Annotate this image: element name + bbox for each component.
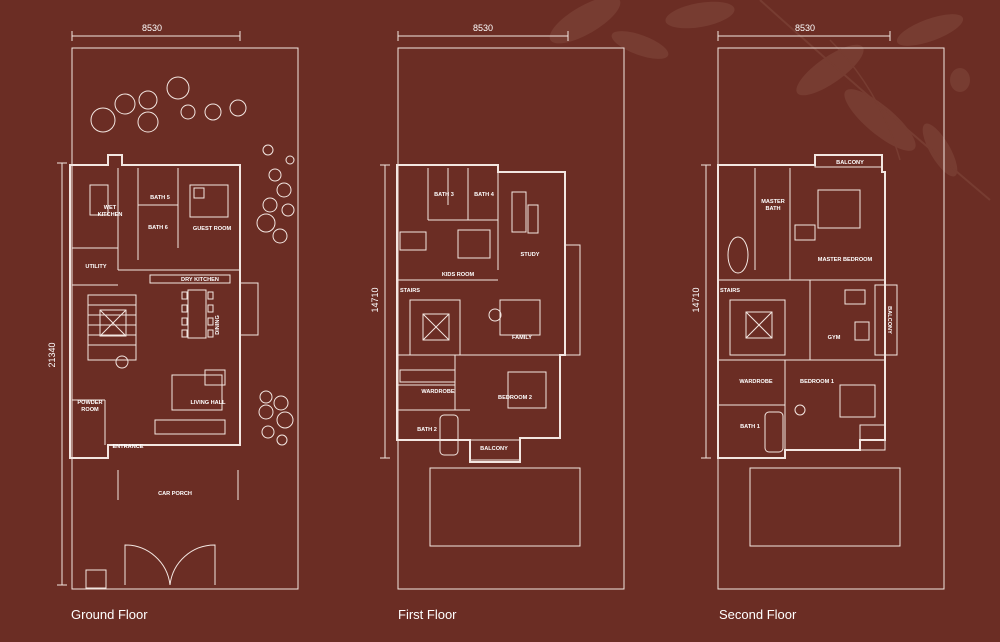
ground-width-dim: 8530 [142,23,162,33]
room-label-car-porch: CAR PORCH [158,491,192,497]
ground-floor-title: Ground Floor [71,607,148,622]
room-label-bath6: BATH 6 [148,225,168,231]
room-label-kids-room: KIDS ROOM [442,272,475,278]
room-label-balcony-side: BALCONY [886,306,892,334]
room-label-gym: GYM [828,335,841,341]
room-label-living-hall: LIVING HALL [190,400,226,406]
room-label-powder-room: ROOM [81,407,99,413]
room-label-wardrobe: WARDROBE [739,379,773,385]
room-label-master-bath: MASTER [761,199,785,205]
first-width-dim: 8530 [473,23,493,33]
room-label-wet-kitchen: KITCHEN [98,212,123,218]
room-label-powder-room: POWDER [77,400,102,406]
room-label-master-bath: BATH [765,206,780,212]
room-label-wardrobe: WARDROBE [421,389,455,395]
room-label-balcony-top: BALCONY [836,160,864,166]
room-label-study: STUDY [521,252,540,258]
room-label-utility: UTILITY [85,264,106,270]
room-label-entrance: ENTRANCE [112,444,143,450]
ground-floor-plan [57,31,299,590]
first-depth-dim: 14710 [370,287,380,312]
room-label-wet-kitchen: WET [104,205,117,211]
leaf-decoration [549,0,991,201]
second-floor-title: Second Floor [719,607,797,622]
room-label-bath5: BATH 5 [150,195,170,201]
room-label-master-bedroom: MASTER BEDROOM [818,257,873,263]
room-label-bedroom2: BEDROOM 2 [498,395,532,401]
room-label-family: FAMILY [512,335,532,341]
room-label-bath3: BATH 3 [434,192,454,198]
room-label-stairs: STAIRS [400,288,420,294]
room-label-bath4: BATH 4 [474,192,495,198]
ground-depth-dim: 21340 [47,342,57,367]
room-label-balcony: BALCONY [480,446,508,452]
room-label-bath1: BATH 1 [740,424,760,430]
room-label-bath2: BATH 2 [417,427,437,433]
room-label-guest-room: GUEST ROOM [193,226,232,232]
room-label-dining: DINING [215,315,221,335]
second-depth-dim: 14710 [691,287,701,312]
room-label-dry-kitchen: DRY KITCHEN [181,277,219,283]
second-width-dim: 8530 [795,23,815,33]
first-floor-plan [380,31,625,590]
room-label-stairs: STAIRS [720,288,740,294]
room-label-bedroom1: BEDROOM 1 [800,379,834,385]
tree-icons [90,76,295,446]
first-floor-title: First Floor [398,607,457,622]
second-floor-plan [701,31,945,590]
